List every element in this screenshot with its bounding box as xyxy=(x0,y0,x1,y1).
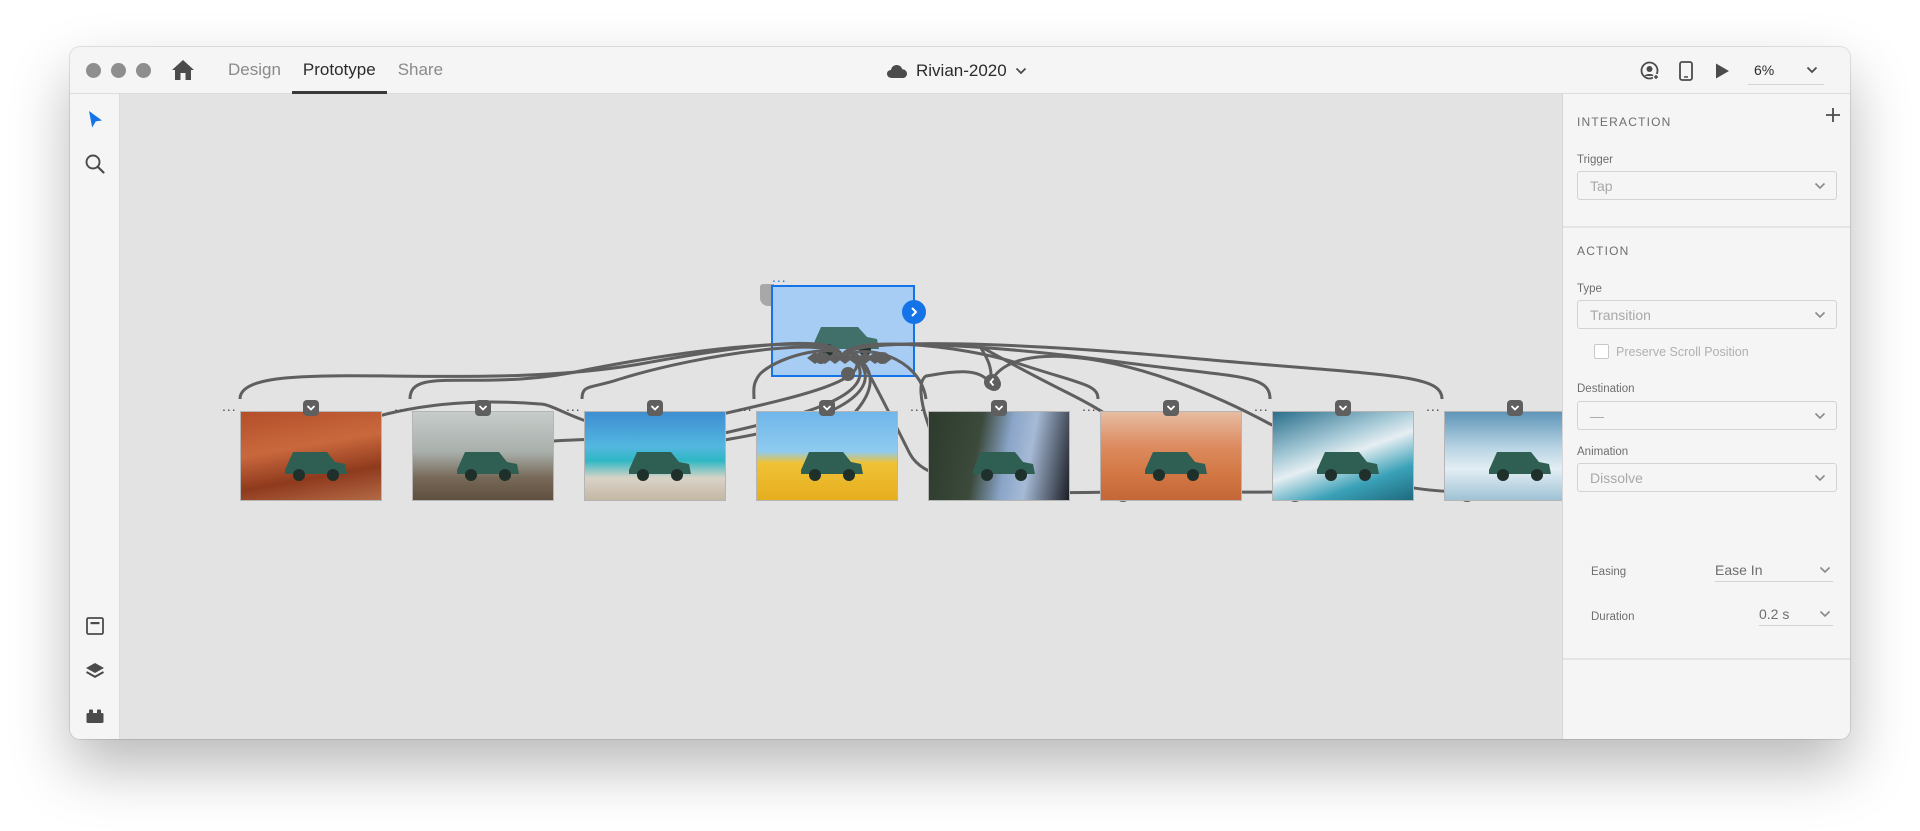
artboard-glacier[interactable] xyxy=(1444,411,1562,501)
chevron-down-icon[interactable] xyxy=(1163,400,1179,416)
duration-value: 0.2 s xyxy=(1759,605,1790,622)
select-arrow-icon[interactable] xyxy=(83,108,107,132)
destination-label: Destination xyxy=(1577,383,1635,395)
chevron-down-icon xyxy=(1814,474,1826,481)
artboard-tropical-beach[interactable] xyxy=(584,411,726,501)
chevron-down-icon xyxy=(1819,566,1831,573)
right-tools: 6% xyxy=(1632,47,1824,94)
title-bar: Design Prototype Share Rivian-2020 xyxy=(70,47,1850,94)
chevron-down-icon[interactable] xyxy=(1507,400,1523,416)
animation-label: Animation xyxy=(1577,446,1629,458)
preserve-scroll-label: Preserve Scroll Position xyxy=(1616,345,1749,359)
back-chevron-left-icon[interactable] xyxy=(984,374,1000,390)
document-title-menu[interactable]: Rivian-2020 xyxy=(886,47,1027,94)
section-divider xyxy=(1563,658,1850,660)
property-inspector: INTERACTION Trigger Tap ACTION Type Tran… xyxy=(1562,94,1850,739)
maximize-window-button[interactable] xyxy=(136,63,151,78)
artboard-3-dots[interactable]: ... xyxy=(566,398,581,414)
app-window: Design Prototype Share Rivian-2020 xyxy=(70,47,1850,739)
interaction-heading: INTERACTION xyxy=(1577,115,1672,129)
artboard-1-dots[interactable]: ... xyxy=(222,398,237,414)
action-heading: ACTION xyxy=(1577,244,1630,258)
easing-value: Ease In xyxy=(1715,561,1763,578)
chevron-down-icon[interactable] xyxy=(1335,400,1351,416)
close-window-button[interactable] xyxy=(86,63,101,78)
destination-select[interactable]: — xyxy=(1577,401,1837,430)
chevron-down-icon xyxy=(1015,67,1026,74)
chevron-down-icon xyxy=(1814,311,1826,318)
chevron-down-icon[interactable] xyxy=(303,400,319,416)
plugins-icon[interactable] xyxy=(83,703,107,727)
artboard-black-sand-beach[interactable] xyxy=(928,411,1070,501)
preserve-scroll-checkbox[interactable] xyxy=(1594,344,1609,359)
window-controls xyxy=(86,63,151,78)
layers-icon[interactable] xyxy=(83,659,107,683)
chevron-down-icon xyxy=(1806,66,1818,74)
user-share-icon[interactable] xyxy=(1632,53,1668,89)
chevron-down-icon[interactable] xyxy=(991,400,1007,416)
chevron-down-icon[interactable] xyxy=(475,400,491,416)
artboard-modern-architecture[interactable] xyxy=(1272,411,1414,501)
left-toolbar xyxy=(70,94,120,739)
trigger-select[interactable]: Tap xyxy=(1577,171,1837,200)
trigger-value: Tap xyxy=(1590,177,1613,194)
chevron-down-icon xyxy=(1814,182,1826,189)
type-select[interactable]: Transition xyxy=(1577,300,1837,329)
artboard-icon[interactable] xyxy=(83,614,107,638)
mobile-device-icon[interactable] xyxy=(1668,53,1704,89)
chevron-down-icon xyxy=(1819,610,1831,617)
car-image xyxy=(457,452,519,481)
home-indicator-tab[interactable] xyxy=(760,284,774,306)
car-image xyxy=(973,452,1035,481)
chevron-down-icon[interactable] xyxy=(647,400,663,416)
type-value: Transition xyxy=(1590,306,1651,323)
zoom-value: 6% xyxy=(1754,62,1775,78)
easing-label: Easing xyxy=(1591,566,1627,578)
easing-select[interactable]: Ease In xyxy=(1715,558,1833,582)
chevron-down-icon[interactable] xyxy=(819,400,835,416)
zoom-select[interactable]: 6% xyxy=(1748,57,1824,85)
artboard-desert-canyon[interactable] xyxy=(240,411,382,501)
plus-icon[interactable] xyxy=(1825,107,1841,123)
destination-value: — xyxy=(1590,407,1604,424)
prototype-canvas[interactable]: ... xyxy=(120,94,1562,739)
document-title: Rivian-2020 xyxy=(916,60,1007,80)
car-image xyxy=(801,452,863,481)
animation-value: Dissolve xyxy=(1590,469,1643,486)
car-image xyxy=(629,452,691,481)
artboard-yellow-field[interactable] xyxy=(756,411,898,501)
car-image xyxy=(1489,452,1551,481)
tab-share[interactable]: Share xyxy=(397,60,444,79)
tab-prototype[interactable]: Prototype xyxy=(291,47,387,94)
artboard-7-dots[interactable]: ... xyxy=(1254,398,1269,414)
trigger-label: Trigger xyxy=(1577,154,1613,166)
artboard-2-dots[interactable]: ... xyxy=(394,398,409,414)
artboard-6-dots[interactable]: ... xyxy=(1082,398,1097,414)
artboard-sand-dunes[interactable] xyxy=(1100,411,1242,501)
type-label: Type xyxy=(1577,283,1602,295)
tab-design[interactable]: Design xyxy=(228,60,281,79)
duration-select[interactable]: 0.2 s xyxy=(1759,602,1833,626)
artboard-8-dots[interactable]: ... xyxy=(1426,398,1441,414)
play-icon[interactable] xyxy=(1704,53,1740,89)
home-icon[interactable] xyxy=(170,58,196,82)
mode-tabs: Design Prototype Share xyxy=(217,47,454,94)
connection-arrow-button[interactable] xyxy=(902,300,926,324)
duration-label: Duration xyxy=(1591,611,1635,623)
artboard-foggy-forest[interactable] xyxy=(412,411,554,501)
artboard-4-dots[interactable]: ... xyxy=(738,398,753,414)
zoom-search-icon[interactable] xyxy=(83,152,107,176)
artboard-5-dots[interactable]: ... xyxy=(910,398,925,414)
animation-select[interactable]: Dissolve xyxy=(1577,463,1837,492)
car-image xyxy=(1145,452,1207,481)
cloud-icon xyxy=(887,64,907,78)
car-image xyxy=(285,452,347,481)
chevron-down-icon xyxy=(1814,412,1826,419)
section-divider xyxy=(1563,226,1850,228)
chevron-right-icon xyxy=(911,307,918,317)
car-image xyxy=(1317,452,1379,481)
main-artboard-dots[interactable]: ... xyxy=(772,269,787,285)
minimize-window-button[interactable] xyxy=(111,63,126,78)
